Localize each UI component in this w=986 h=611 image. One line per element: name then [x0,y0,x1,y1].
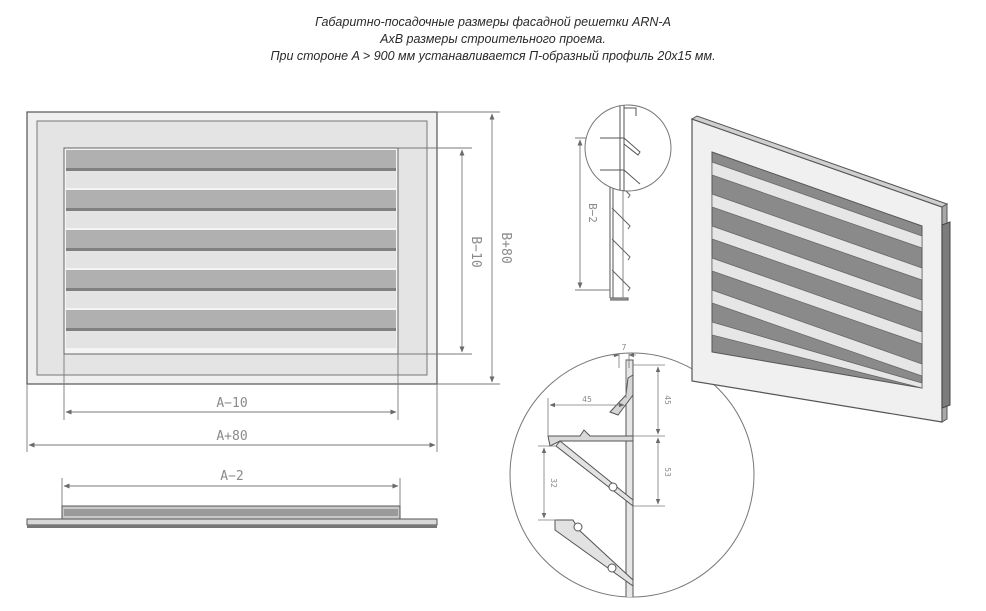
blade-hook-middle [608,482,618,492]
caption-profile-note: При стороне A > 900 мм устанавливается П… [270,49,716,63]
dim-45-vertical: 45 [663,395,672,405]
isometric-view [690,115,951,423]
bottom-view: A−2 [26,469,438,528]
dim-7: 7 [622,343,627,352]
grille-body-shade [64,509,398,516]
dim-a-minus-2: A−2 [220,469,243,484]
side-section: B−2 [575,104,672,301]
dim-32: 32 [549,478,558,488]
dim-b-minus-2: B−2 [586,203,599,223]
caption-title: Габаритно-посадочные размеры фасадной ре… [315,15,671,29]
detail-circle-top [584,104,672,192]
blade-hook-bottom [607,563,617,573]
blade-hook-lower [573,522,583,532]
profile-detail: 7 45 45 53 32 [509,343,755,598]
caption-opening-note: AxB размеры строительного проема. [380,32,606,46]
flange-bottom [26,518,438,526]
iso-rear-body [941,221,951,409]
louvers [66,150,396,348]
dim-a-plus-80: A+80 [216,429,247,444]
drawing-caption: Габаритно-посадочные размеры фасадной ре… [0,14,986,65]
dim-45-horizontal: 45 [582,395,592,404]
dim-b-plus-80: B+80 [498,232,513,263]
dim-b-minus-10: B−10 [468,236,483,267]
front-view: B−10 B+80 A−10 A+80 [26,111,513,452]
iso-louvers [711,161,923,389]
frame-profile [625,359,634,597]
dim-a-minus-10: A−10 [216,396,247,411]
dim-53: 53 [663,467,672,477]
flange-shadow [27,525,437,528]
